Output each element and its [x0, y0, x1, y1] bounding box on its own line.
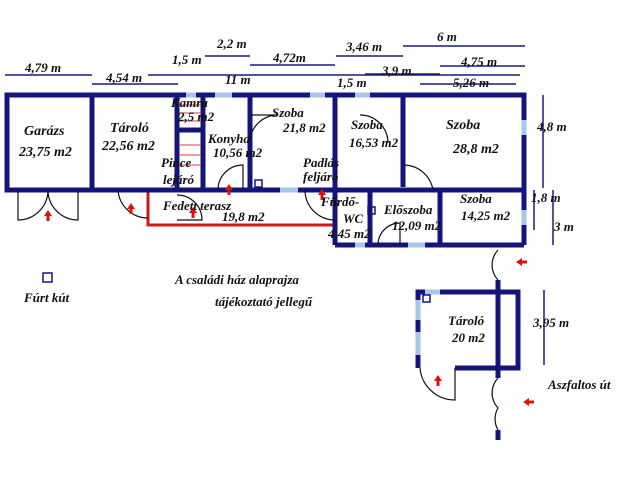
room-terrace-name: Fedett terasz — [163, 198, 232, 213]
road-label: Aszfaltos út — [548, 377, 611, 392]
dimension-storage-width: 4,54 m — [106, 70, 143, 85]
room-hall-area: 12,09 m2 — [392, 218, 442, 233]
room-kitchen-name: Konyha — [208, 131, 250, 146]
room-bathroom-area: 4,45 m2 — [328, 226, 371, 241]
dimension-3-46: 3,46 m — [346, 39, 383, 54]
dimension-5-26: 5,26 m — [453, 75, 490, 90]
room-storage2-area: 20 m2 — [452, 330, 485, 345]
room-szoba2-area: 16,53 m2 — [349, 135, 399, 150]
dimension-total-width: 11 m — [225, 72, 251, 87]
room-szoba4-name: Szoba — [460, 191, 492, 206]
room-kamra-area: 2,5 m2 — [178, 109, 215, 124]
windows — [186, 92, 527, 355]
chimney-icons — [42, 179, 431, 303]
room-bathroom-name: Fürdő- — [321, 194, 360, 209]
dimension-3-95: 3,95 m — [533, 315, 570, 330]
room-szoba3-name: Szoba — [446, 118, 481, 133]
room-szoba2-name: Szoba — [351, 117, 383, 132]
room-szoba4-area: 14,25 m2 — [461, 208, 511, 223]
room-storage2-name: Tároló — [448, 313, 485, 328]
dimension-4-72: 4,72m — [273, 50, 306, 65]
dimension-2-2: 2,2 m — [217, 36, 247, 51]
room-hall-name: Előszoba — [384, 202, 433, 217]
dimension-kamra-width: 1,5 m — [172, 52, 202, 67]
room-attic-name: Padlás — [303, 155, 340, 170]
well-label: Fúrt kút — [24, 290, 70, 305]
room-szoba1-area: 21,8 m2 — [283, 120, 326, 135]
dimension-6: 6 m — [437, 29, 457, 44]
dimension-4-75: 4,75 m — [461, 54, 498, 69]
dimension-4-8: 4,8 m — [537, 119, 567, 134]
terrace-outline — [146, 190, 335, 227]
doors — [17, 114, 499, 431]
room-garage-area: 23,75 m2 — [19, 145, 72, 160]
room-szoba3-area: 28,8 m2 — [453, 142, 499, 157]
dimension-lines — [5, 45, 554, 365]
room-kitchen-area: 10,56 m2 — [213, 145, 263, 160]
plan-subtitle: tájékoztató jellegű — [215, 294, 313, 309]
dimension-garage-width: 4,79 m — [25, 60, 62, 75]
room-attic-name2: feljáró — [303, 169, 339, 184]
room-garage-name: Garázs — [24, 124, 65, 139]
room-cellar-name: Pince — [161, 155, 192, 170]
room-szoba1-name: Szoba — [272, 105, 304, 120]
room-cellar-name2: lejáró — [163, 172, 195, 187]
room-storage-area: 22,56 m2 — [102, 139, 155, 154]
dimension-3-9: 3,9 m — [382, 63, 412, 78]
dimension-3: 3 m — [554, 219, 574, 234]
dimension-1-8: 1,8 m — [531, 190, 561, 205]
walls — [4, 92, 527, 440]
room-storage-name: Tároló — [110, 121, 149, 136]
plan-title: A családi ház alaprajza — [175, 272, 299, 287]
dimension-1-5-b: 1,5 m — [337, 75, 367, 90]
room-kamra-name: Kamra — [171, 95, 208, 110]
room-terrace-area: 19,8 m2 — [222, 209, 265, 224]
room-bathroom-name2: WC — [343, 211, 364, 226]
entrance-arrows — [44, 184, 534, 406]
stairs — [179, 104, 201, 166]
